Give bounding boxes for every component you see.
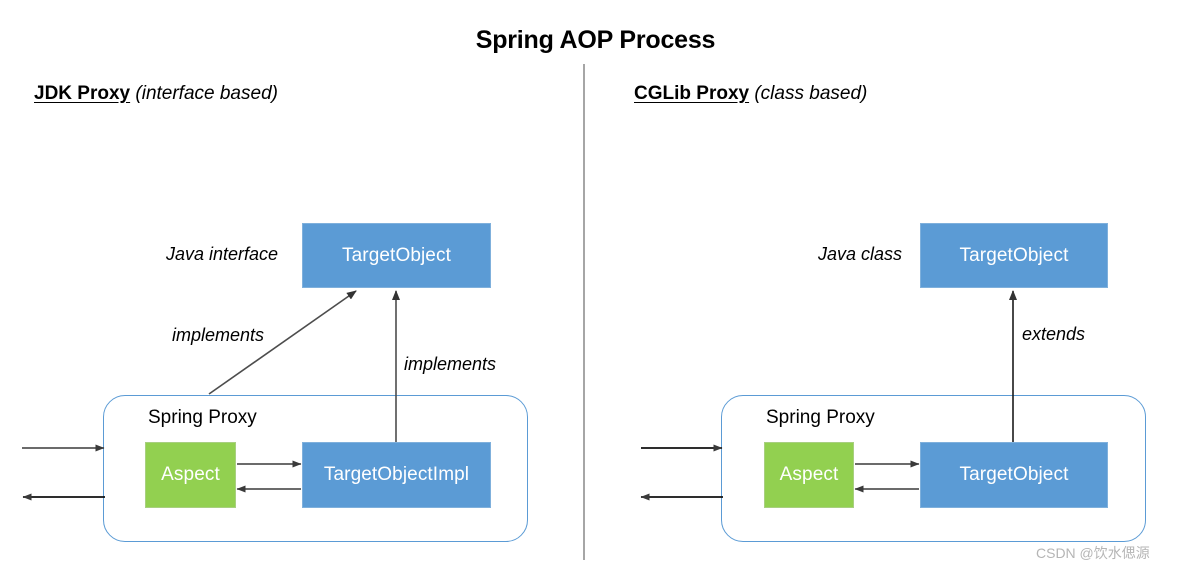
jdk-target-object-impl-box: TargetObjectImpl xyxy=(302,442,491,508)
jdk-heading-main: JDK Proxy xyxy=(34,83,131,104)
jdk-type-label: Java interface xyxy=(166,244,279,264)
jdk-spring-proxy-container xyxy=(103,395,528,542)
cglib-target-object-box-inner: TargetObject xyxy=(920,442,1108,508)
cglib-type-label: Java class xyxy=(818,244,903,264)
cglib-target-object-box: TargetObject xyxy=(920,223,1108,288)
jdk-aspect-box: Aspect xyxy=(145,442,236,508)
cglib-spring-proxy-container xyxy=(721,395,1146,542)
page-title: Spring AOP Process xyxy=(475,26,716,54)
jdk-heading-subtext: (interface based) xyxy=(135,83,278,104)
cglib-heading-subtext: (class based) xyxy=(754,83,868,104)
cglib-spring-proxy-title: Spring Proxy xyxy=(766,407,875,428)
jdk-target-object-box: TargetObject xyxy=(302,223,491,288)
jdk-implements-diagonal-label: implements xyxy=(172,325,265,345)
csdn-watermark: CSDN @饮水偲源 xyxy=(1036,545,1150,561)
cglib-panel-heading: CGLib Proxy (class based) xyxy=(634,83,867,105)
jdk-panel-heading: JDK Proxy (interface based) xyxy=(34,83,278,105)
jdk-implements-vertical-label: implements xyxy=(404,354,497,374)
cglib-extends-label: extends xyxy=(1022,324,1086,344)
jdk-spring-proxy-title: Spring Proxy xyxy=(148,407,257,428)
cglib-aspect-box: Aspect xyxy=(764,442,854,508)
cglib-heading-main: CGLib Proxy xyxy=(634,83,750,104)
panel-divider xyxy=(583,64,585,560)
